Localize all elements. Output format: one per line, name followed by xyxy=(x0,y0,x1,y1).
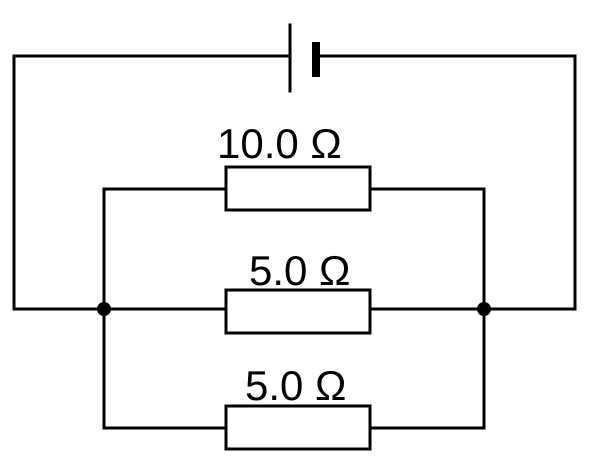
resistor-bottom xyxy=(224,404,372,451)
junction-left xyxy=(97,302,111,316)
outer-wire-right xyxy=(314,54,577,311)
battery xyxy=(288,23,320,93)
resistor-bottom-label: 5.0 Ω xyxy=(245,362,346,409)
junction-right xyxy=(477,302,491,316)
resistor-top-label: 10.0 Ω xyxy=(217,120,342,167)
resistor-middle-label: 5.0 Ω xyxy=(249,247,350,294)
outer-wire-left xyxy=(12,54,292,311)
resistor-middle xyxy=(224,288,372,335)
resistor-top xyxy=(224,165,372,212)
